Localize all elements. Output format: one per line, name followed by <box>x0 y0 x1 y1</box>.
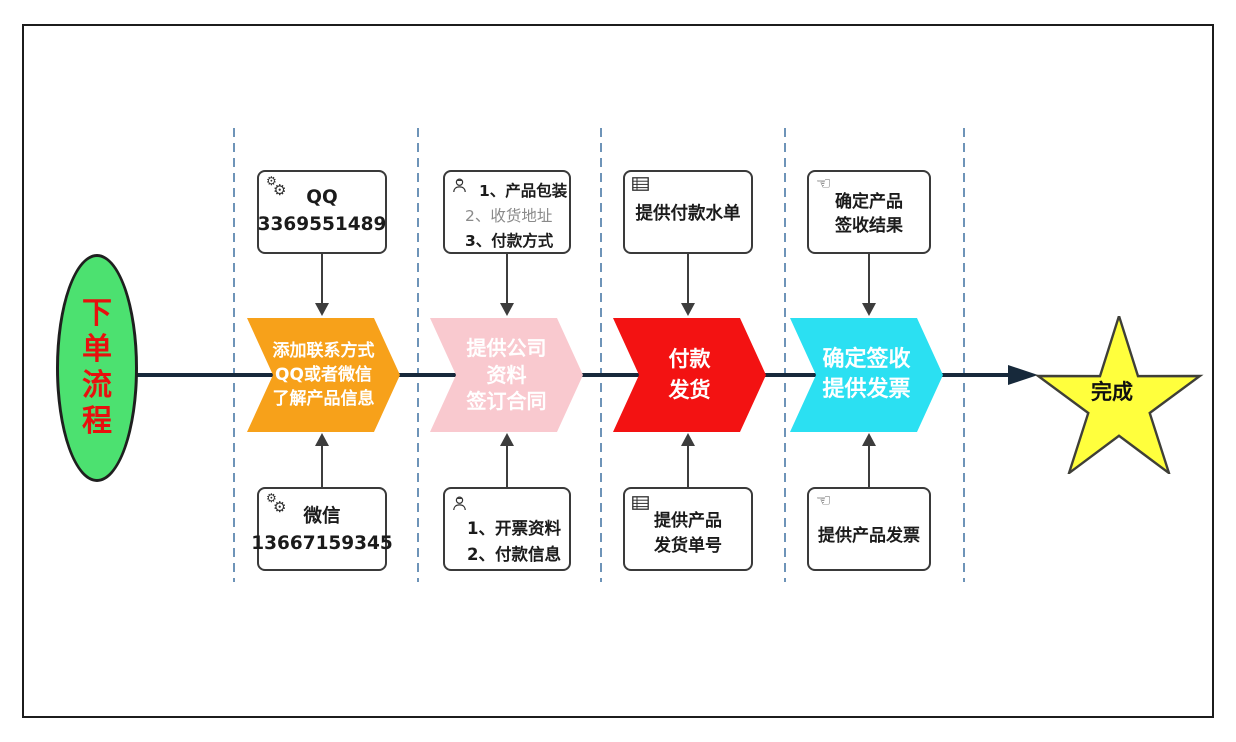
table-icon <box>632 493 649 518</box>
step-line: 添加联系方式 <box>272 340 375 361</box>
note-billing-info: 1、开票资料 2、付款信息 <box>443 487 571 571</box>
step-line: 付款 <box>668 346 711 371</box>
lane-divider <box>963 128 965 582</box>
star-icon <box>1034 316 1204 474</box>
arrow-up-icon <box>681 433 695 446</box>
end-label: 完成 <box>1091 380 1133 404</box>
connector-line <box>687 254 689 304</box>
step-line: 了解产品信息 <box>272 389 375 410</box>
note-line: QQ <box>306 187 338 209</box>
lane-divider <box>233 128 235 582</box>
note-product-invoice: ☜ 提供产品发票 <box>807 487 931 571</box>
note-line: 3、付款方式 <box>465 232 554 251</box>
connector-line <box>321 254 323 304</box>
note-line: 13667159345 <box>251 533 393 554</box>
connector-line <box>868 445 870 487</box>
gears-icon: ⚙⚙ <box>266 491 287 516</box>
start-node: 下单流程 <box>56 254 138 482</box>
lane-divider <box>417 128 419 582</box>
note-line: 1、开票资料 <box>467 519 561 538</box>
note-line: 提供付款水单 <box>635 203 741 224</box>
connector-line <box>321 445 323 487</box>
gears-icon: ⚙⚙ <box>266 174 287 199</box>
note-line: 提供产品发票 <box>818 525 920 546</box>
connector-line <box>687 445 689 487</box>
step-line: 签订合同 <box>466 389 547 414</box>
connector-line <box>868 254 870 304</box>
step-line: 提供公司 <box>466 336 547 361</box>
note-line: 3369551489 <box>257 214 387 235</box>
arrow-down-icon <box>681 303 695 316</box>
note-line: 确定产品 <box>835 192 903 213</box>
step-line: 提供发票 <box>822 377 911 402</box>
note-line: 提供产品 <box>654 511 722 532</box>
note-line: 1、产品包装 <box>479 182 568 200</box>
note-shipping-number: 提供产品 发货单号 <box>623 487 753 571</box>
arrow-down-icon <box>500 303 514 316</box>
note-line: 微信 <box>303 506 341 528</box>
note-line: 签收结果 <box>835 216 903 236</box>
person-icon <box>452 493 467 519</box>
start-label: 下单流程 <box>82 296 112 439</box>
person-icon <box>452 176 467 201</box>
arrow-down-icon <box>315 303 329 316</box>
arrow-down-icon <box>862 303 876 316</box>
note-wechat-contact: ⚙⚙ 微信 13667159345 <box>251 487 393 571</box>
note-line: 2、收货地址 <box>465 207 553 226</box>
step-line: 发货 <box>668 378 711 402</box>
step-line: QQ或者微信 <box>275 364 372 385</box>
note-confirm-receipt-result: ☜ 确定产品 签收结果 <box>807 170 931 254</box>
step-line: 资料 <box>486 362 527 387</box>
table-icon <box>632 176 649 196</box>
note-payment-slip: 提供付款水单 <box>623 170 753 254</box>
hand-icon: ☜ <box>816 174 832 194</box>
flow-arrowhead-icon <box>1008 365 1038 385</box>
arrow-up-icon <box>862 433 876 446</box>
connector-line <box>506 254 508 304</box>
connector-line <box>506 445 508 487</box>
note-line: 2、付款信息 <box>467 544 561 564</box>
note-qq-contact: ⚙⚙ QQ 3369551489 <box>257 170 387 254</box>
note-line: 发货单号 <box>654 536 722 556</box>
page-border <box>22 24 1214 718</box>
note-order-details: 1、产品包装 2、收货地址 3、付款方式 <box>443 170 571 254</box>
arrow-up-icon <box>315 433 329 446</box>
step-line: 确定签收 <box>822 347 911 373</box>
lane-divider <box>600 128 602 582</box>
lane-divider <box>784 128 786 582</box>
hand-icon: ☜ <box>816 491 832 511</box>
arrow-up-icon <box>500 433 514 446</box>
